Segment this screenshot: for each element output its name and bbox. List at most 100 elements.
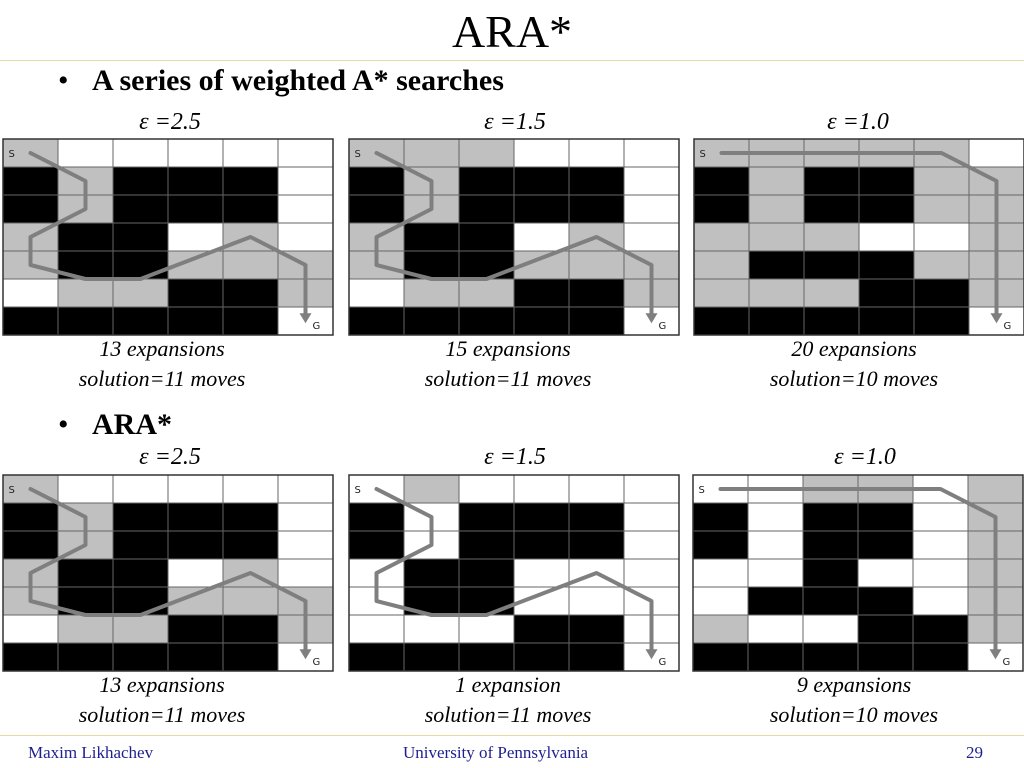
- grid-cell: [513, 558, 570, 588]
- grid-cell: [277, 138, 334, 168]
- grid-cell: [167, 166, 224, 196]
- grid-svg: SG: [692, 474, 1024, 672]
- grid-cell: [913, 306, 970, 336]
- grid-border: [348, 474, 680, 672]
- solution-path: [718, 487, 998, 657]
- grid-cell: [167, 558, 224, 588]
- bullet-ara-star: •ARA*: [58, 407, 172, 443]
- grid-cell: [623, 502, 680, 532]
- grid-cell: [277, 194, 334, 224]
- grid-cell: [57, 138, 114, 168]
- grid-cell: [747, 502, 804, 532]
- footer-author: Maxim Likhachev: [28, 743, 154, 762]
- grid-cell: [803, 222, 860, 252]
- grid-svg: SG: [693, 138, 1024, 336]
- grid-cell: [568, 642, 625, 672]
- grid-svg: SG: [348, 474, 680, 672]
- panel-caption: 20 expansions solution=10 moves: [684, 334, 1024, 394]
- grid-cell: [167, 642, 224, 672]
- grid-cell: [57, 278, 114, 308]
- grid-border: [2, 138, 334, 336]
- grid-cell: [348, 166, 405, 196]
- expansions-count: 20 expansions: [791, 336, 917, 361]
- path-arrowhead: [989, 649, 1002, 660]
- grid-cell: [912, 642, 969, 672]
- grid-cell: [802, 530, 859, 560]
- grid-cell: [858, 278, 915, 308]
- grid-cell: [858, 306, 915, 336]
- grid-cell: [692, 642, 749, 672]
- grid-border: [2, 474, 334, 672]
- panel-caption: 1 expansion solution=11 moves: [338, 670, 678, 730]
- path-arrowhead: [645, 313, 658, 324]
- goal-label: G: [313, 321, 321, 332]
- grid-cell: [748, 194, 805, 224]
- grid-cell: [513, 306, 570, 336]
- grid-cell: [222, 166, 279, 196]
- grid-cell: [803, 306, 860, 336]
- grid-border: [692, 474, 1024, 672]
- grid-cell: [912, 586, 969, 616]
- expansions-count: 1 expansion: [455, 672, 561, 697]
- grid-cell: [912, 530, 969, 560]
- grid-cell: [112, 194, 169, 224]
- grid-cell: [57, 614, 114, 644]
- grid-cell: [167, 306, 224, 336]
- solution-length: solution=10 moves: [769, 366, 939, 391]
- grid-cell: [748, 222, 805, 252]
- grid-cell: [222, 474, 279, 504]
- expansions-count: 9 expansions: [796, 672, 912, 697]
- grid-cell: [458, 250, 515, 280]
- start-label: S: [9, 149, 15, 160]
- title-divider: [0, 60, 1024, 61]
- expansions-count: 15 expansions: [445, 336, 571, 361]
- grid-cell: [112, 138, 169, 168]
- grid-cell: [513, 502, 570, 532]
- grid-cell: [693, 306, 750, 336]
- grid-cell: [348, 530, 405, 560]
- grid-cell: [403, 558, 460, 588]
- goal-label: G: [659, 321, 667, 332]
- grid-cell: [803, 166, 860, 196]
- path-arrowhead: [990, 313, 1003, 324]
- grid-cell: [112, 306, 169, 336]
- grid-cell: [967, 474, 1024, 504]
- grid-cell: [568, 586, 625, 616]
- grid-cell: [112, 278, 169, 308]
- grid-cell: [458, 642, 515, 672]
- grid-cell: [277, 166, 334, 196]
- grid-cell: [112, 474, 169, 504]
- grid-cell: [802, 558, 859, 588]
- start-label: S: [699, 485, 705, 496]
- grid-cell: [857, 502, 914, 532]
- grid-cell: [403, 306, 460, 336]
- grid-svg: SG: [2, 138, 334, 336]
- grid-cell: [2, 166, 59, 196]
- grid-cell: [568, 138, 625, 168]
- footer-institution: University of Pennsylvania: [403, 743, 589, 762]
- grid-cell: [857, 586, 914, 616]
- grid-cell: [623, 138, 680, 168]
- grid-cell: [913, 250, 970, 280]
- solution-path: [374, 151, 654, 321]
- grid-cell: [112, 166, 169, 196]
- start-label: S: [355, 149, 361, 160]
- grid-cell: [348, 278, 405, 308]
- grid-cell: [167, 222, 224, 252]
- grid-cell: [277, 474, 334, 504]
- grid-cell: [277, 502, 334, 532]
- grid-cell: [568, 614, 625, 644]
- grid-cell: [623, 222, 680, 252]
- solution-length: solution=11 moves: [424, 702, 592, 727]
- grid-cell: [802, 586, 859, 616]
- grid-cell: [458, 530, 515, 560]
- grid-cell: [277, 558, 334, 588]
- grid-cell: [277, 222, 334, 252]
- grid-cell: [623, 558, 680, 588]
- grid-cell: [857, 614, 914, 644]
